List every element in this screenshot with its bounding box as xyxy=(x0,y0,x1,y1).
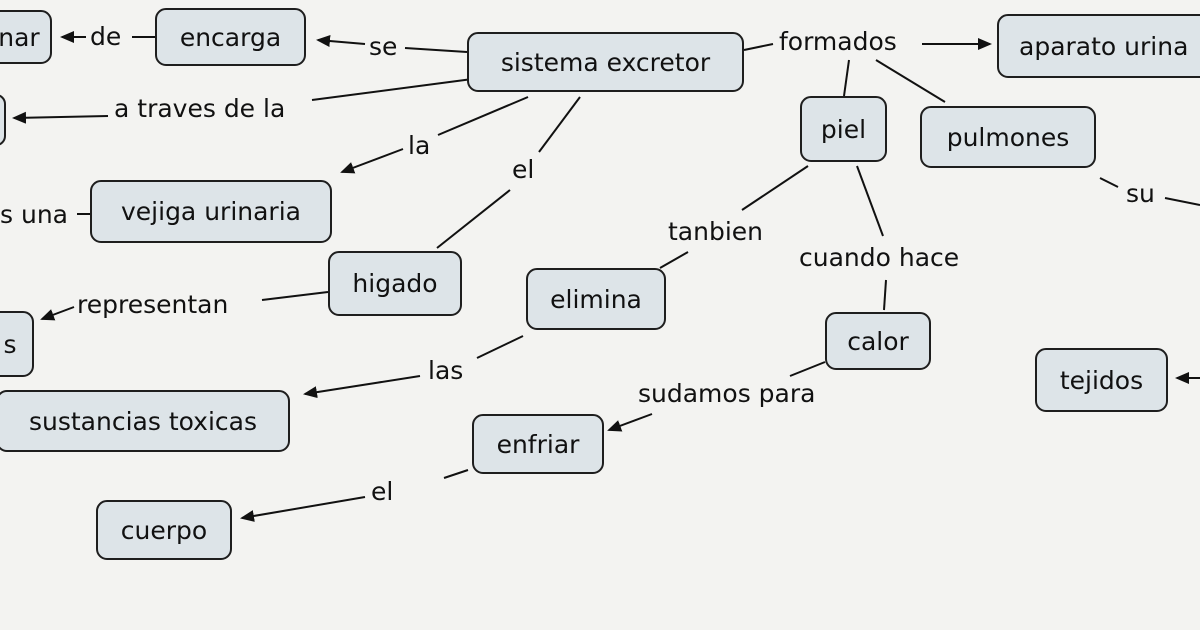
concept-encarga[interactable]: encarga xyxy=(155,8,306,66)
connector-arrow xyxy=(316,35,366,47)
link-el-higado: el xyxy=(510,155,537,185)
link-su: su xyxy=(1124,179,1157,209)
link-el-cuerpo: el xyxy=(369,477,396,507)
connector-arrow xyxy=(340,148,404,174)
connector-line xyxy=(875,59,946,103)
connector-line xyxy=(476,335,524,359)
concept-cuerpo[interactable]: cuerpo xyxy=(96,500,232,560)
connector-line xyxy=(436,189,511,249)
link-las: las xyxy=(426,356,466,386)
connector-line xyxy=(659,251,689,269)
connector-line xyxy=(789,361,826,377)
link-sudamos-para: sudamos para xyxy=(636,379,818,409)
concept-left-partial-2[interactable]: s xyxy=(0,311,34,377)
concept-eliminar-partial[interactable]: nar xyxy=(0,10,52,64)
concept-vejiga-urinaria[interactable]: vejiga urinaria xyxy=(90,180,332,243)
concept-left-partial-1[interactable] xyxy=(0,94,6,146)
connector-arrow xyxy=(303,375,421,399)
connector-line xyxy=(261,291,329,301)
concept-sistema-excretor[interactable]: sistema excretor xyxy=(467,32,744,92)
link-de: de xyxy=(88,22,124,52)
link-es-una: s una xyxy=(0,200,70,230)
connector-line xyxy=(1164,197,1200,206)
concept-sustancias-toxicas[interactable]: sustancias toxicas xyxy=(0,390,290,452)
connector-line xyxy=(843,59,850,97)
connector-line xyxy=(883,279,887,311)
connector-arrow xyxy=(12,111,109,124)
concept-piel[interactable]: piel xyxy=(800,96,887,162)
connector-arrow xyxy=(240,496,366,522)
connector-line xyxy=(311,77,481,101)
connector-line xyxy=(743,43,774,51)
link-se: se xyxy=(367,32,400,62)
link-representan: representan xyxy=(75,290,231,320)
link-cuando-hace: cuando hace xyxy=(797,243,962,273)
connector-line xyxy=(437,96,529,136)
connector-line xyxy=(538,96,581,153)
link-tanbien: tanbien xyxy=(666,217,766,247)
connector-line xyxy=(856,165,884,237)
connector-line xyxy=(1099,177,1119,188)
concept-higado[interactable]: higado xyxy=(328,251,462,316)
link-formados: formados xyxy=(777,27,899,57)
concept-enfriar[interactable]: enfriar xyxy=(472,414,604,474)
link-la: la xyxy=(406,131,433,161)
link-a-traves-de-la: a traves de la xyxy=(112,94,288,124)
connector-arrow xyxy=(40,306,75,321)
concept-calor[interactable]: calor xyxy=(825,312,931,370)
connector-arrow xyxy=(607,413,653,432)
connector-line xyxy=(404,47,468,53)
concept-tejidos[interactable]: tejidos xyxy=(1035,348,1168,412)
concept-aparato-urinario-partial[interactable]: aparato urina xyxy=(997,14,1200,78)
connector-line xyxy=(443,469,469,479)
connector-line xyxy=(741,165,809,211)
concept-pulmones[interactable]: pulmones xyxy=(920,106,1096,168)
concept-elimina[interactable]: elimina xyxy=(526,268,666,330)
